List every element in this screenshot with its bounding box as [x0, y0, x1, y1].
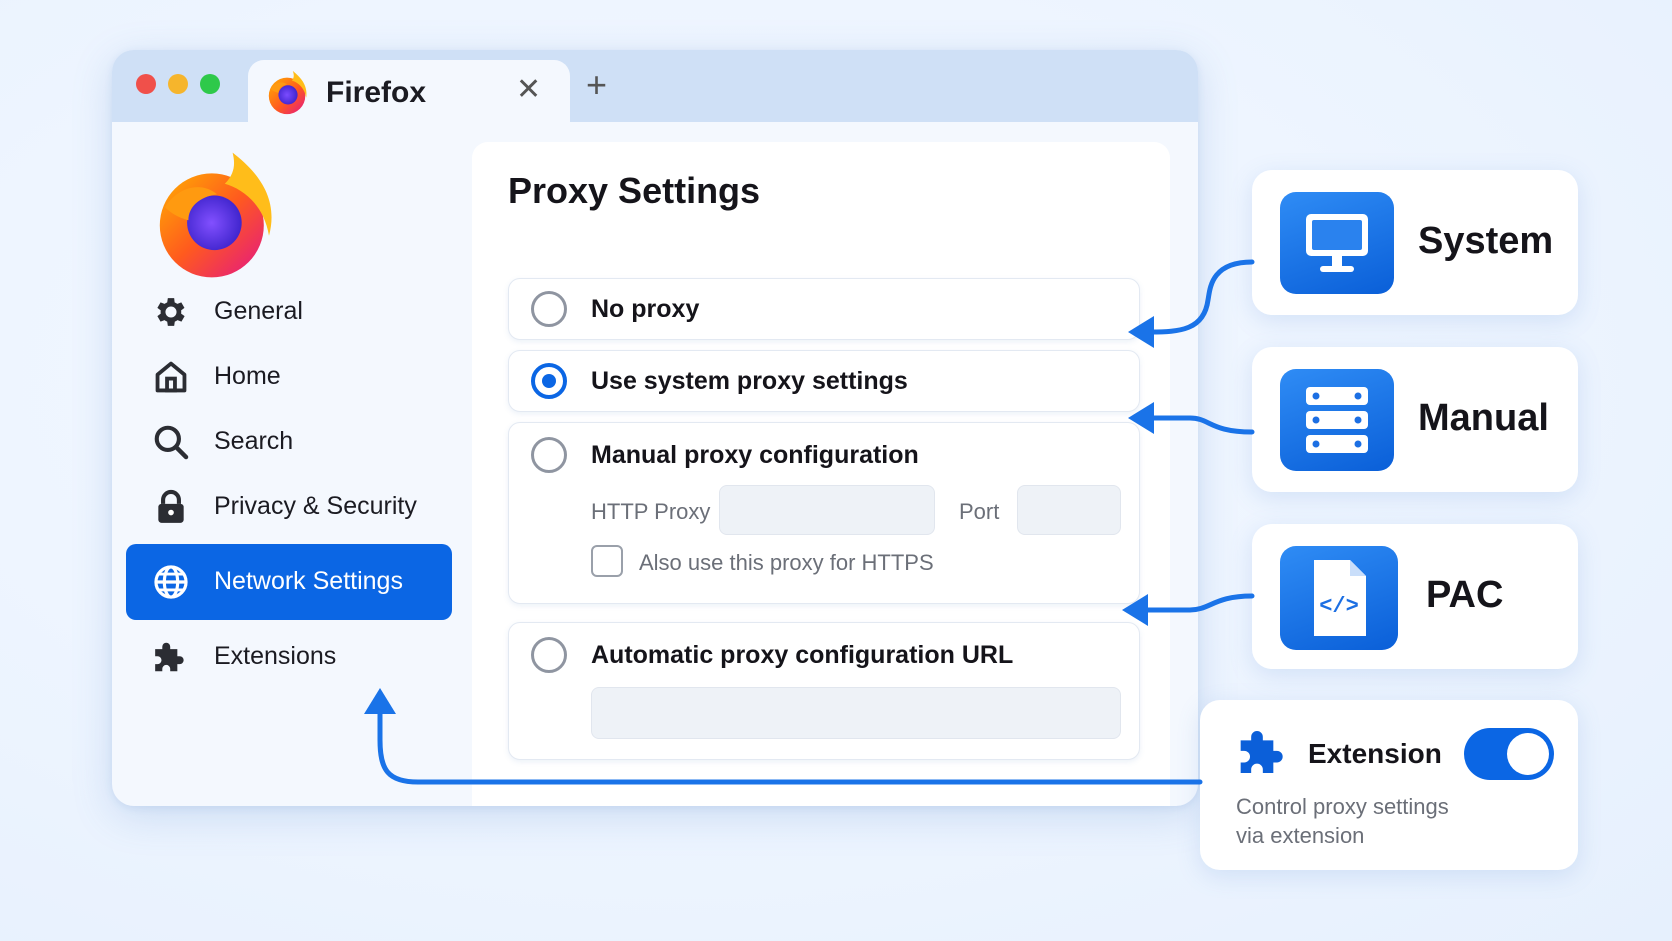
option-no-proxy[interactable]: No proxy — [508, 278, 1140, 340]
server-icon — [1280, 369, 1394, 471]
pac-url-input[interactable] — [591, 687, 1121, 739]
sidebar-item-extensions[interactable]: Extensions — [126, 624, 452, 690]
https-checkbox-label: Also use this proxy for HTTPS — [639, 550, 934, 575]
sidebar-item-label: General — [214, 297, 303, 325]
sidebar-item-general[interactable]: General — [126, 279, 452, 345]
extension-description-line1: Control proxy settings — [1236, 794, 1449, 819]
sidebar-item-label: Network Settings — [214, 567, 403, 595]
puzzle-icon — [155, 642, 184, 672]
browser-tab[interactable]: Firefox ✕ — [248, 60, 570, 122]
radio-auto-proxy-url[interactable] — [531, 637, 567, 673]
extension-title: Extension — [1308, 738, 1442, 769]
home-icon — [155, 361, 187, 393]
lock-icon — [158, 489, 184, 523]
toggle-knob — [1507, 733, 1549, 775]
firefox-logo-icon — [268, 70, 307, 115]
close-window-button[interactable] — [136, 74, 156, 94]
manual-card: Manual — [1252, 347, 1578, 492]
maximize-window-button[interactable] — [200, 74, 220, 94]
gear-icon — [157, 298, 185, 326]
monitor-icon — [1280, 192, 1394, 294]
sidebar-item-label: Home — [214, 362, 281, 390]
card-label: System — [1418, 220, 1554, 262]
tab-close-icon[interactable]: ✕ — [516, 73, 542, 106]
option-system-proxy[interactable]: Use system proxy settings — [508, 350, 1140, 412]
globe-icon — [154, 565, 188, 599]
sidebar-item-home[interactable]: Home — [126, 344, 452, 410]
minimize-window-button[interactable] — [168, 74, 188, 94]
card-label: Manual — [1418, 397, 1549, 439]
radio-manual-proxy[interactable] — [531, 437, 567, 473]
option-label: Manual proxy configuration — [591, 441, 919, 469]
page-title: Proxy Settings — [508, 170, 761, 211]
new-tab-button[interactable]: + — [586, 64, 608, 105]
card-label: PAC — [1426, 574, 1504, 616]
sidebar-item-label: Extensions — [214, 642, 337, 670]
browser-window: Firefox ✕ + General Home — [112, 50, 1198, 806]
firefox-logo-icon — [159, 152, 272, 278]
port-label: Port — [959, 499, 1000, 524]
option-manual-proxy[interactable]: Manual proxy configuration HTTP Proxy Po… — [508, 422, 1140, 604]
radio-system-proxy[interactable] — [531, 363, 567, 399]
http-proxy-input[interactable] — [719, 485, 935, 535]
tab-bar: Firefox ✕ + — [112, 50, 1198, 122]
tab-title: Firefox — [326, 76, 427, 109]
option-label: No proxy — [591, 295, 700, 323]
sidebar-item-privacy[interactable]: Privacy & Security — [126, 474, 452, 540]
http-proxy-label: HTTP Proxy — [591, 499, 711, 524]
sidebar-item-label: Privacy & Security — [214, 492, 417, 520]
svg-text:</>: </> — [1319, 594, 1359, 619]
extension-description-line2: via extension — [1236, 823, 1365, 848]
proxy-settings-panel: Proxy Settings No proxy Use system proxy… — [472, 142, 1170, 806]
option-auto-proxy-url[interactable]: Automatic proxy configuration URL — [508, 622, 1140, 760]
code-file-icon: </> — [1280, 546, 1398, 650]
system-card: System — [1252, 170, 1578, 315]
sidebar-item-label: Search — [214, 427, 294, 455]
sidebar-item-search[interactable]: Search — [126, 409, 452, 475]
sidebar-item-network-settings[interactable]: Network Settings — [126, 544, 452, 620]
extension-toggle[interactable] — [1464, 728, 1554, 780]
search-icon — [154, 425, 189, 460]
extension-card: Extension Control proxy settings via ext… — [1200, 700, 1578, 870]
port-input[interactable] — [1017, 485, 1121, 535]
pac-card: </> PAC — [1252, 524, 1578, 669]
option-label: Use system proxy settings — [591, 367, 908, 395]
option-label: Automatic proxy configuration URL — [591, 641, 1014, 669]
puzzle-icon — [1240, 731, 1283, 773]
https-proxy-checkbox[interactable] — [591, 545, 623, 577]
radio-no-proxy[interactable] — [531, 291, 567, 327]
